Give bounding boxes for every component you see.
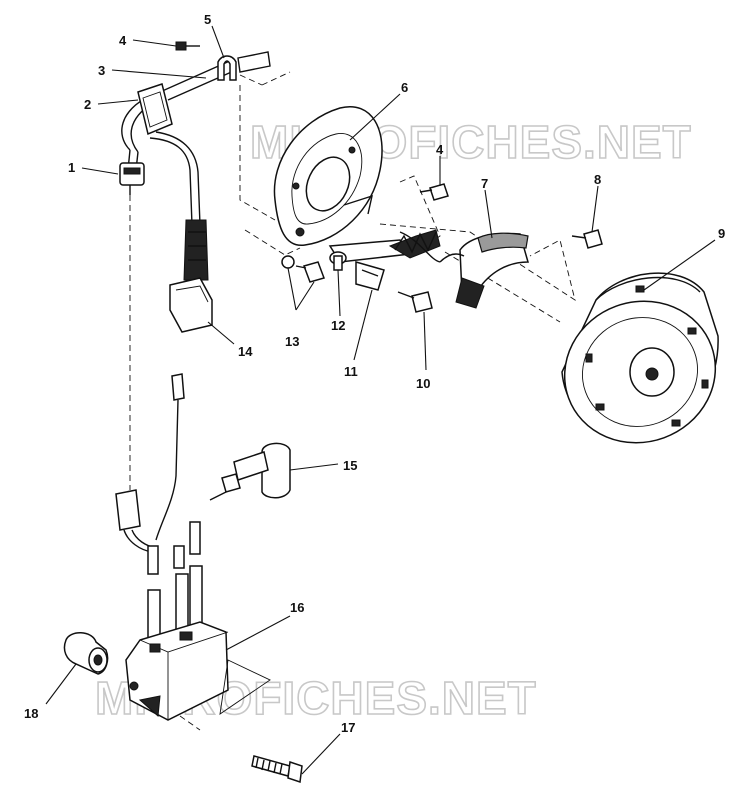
coil-bolt	[251, 755, 303, 784]
wire-harness	[121, 51, 271, 226]
callout-6: 6	[401, 80, 408, 95]
callout-16: 16	[290, 600, 304, 615]
stator-screws	[281, 255, 325, 283]
callout-10: 10	[416, 376, 430, 391]
harness-connector-block	[169, 219, 213, 333]
wire-clamp	[217, 55, 237, 81]
bushing	[63, 632, 109, 675]
connector	[119, 162, 145, 195]
flywheel	[561, 272, 719, 444]
coil-connector	[115, 489, 159, 575]
lighting-coil	[399, 231, 529, 309]
callout-11: 11	[344, 364, 358, 379]
callout-12: 12	[331, 318, 345, 333]
callout-4-mid: 4	[436, 142, 444, 157]
coil-screw	[397, 291, 433, 313]
leader-lines	[45, 25, 716, 775]
callout-13: 13	[285, 334, 299, 349]
assembly-line-coil	[179, 715, 201, 731]
callout-numbers: 1 2 3 4 5 6 4 7 8 9 10 11 12 13 14 15 16…	[24, 12, 725, 735]
coil-mount-outline	[219, 659, 271, 715]
assembly-line-flywheel	[379, 223, 576, 301]
callout-3: 3	[98, 63, 105, 78]
callout-18: 18	[24, 706, 38, 721]
spark-plug-cap	[209, 442, 291, 501]
callout-9: 9	[718, 226, 725, 241]
callout-14: 14	[238, 344, 253, 359]
grommet-plate	[137, 83, 173, 136]
ignition-coil	[125, 565, 229, 721]
pulser-coil	[328, 229, 441, 291]
callout-7: 7	[481, 176, 488, 191]
stator-plate	[273, 105, 383, 246]
ground-wire	[155, 373, 185, 541]
callout-1: 1	[68, 160, 75, 175]
callout-5: 5	[204, 12, 211, 27]
washer	[329, 251, 347, 271]
assembly-line-stator	[239, 85, 276, 221]
callout-15: 15	[343, 458, 357, 473]
callout-8: 8	[594, 172, 601, 187]
flywheel-screw	[571, 229, 603, 249]
callout-4-top: 4	[119, 33, 127, 48]
high-tension-lead	[173, 521, 201, 569]
screw-mid	[419, 183, 449, 201]
callout-17: 17	[341, 720, 355, 735]
assembly-line-top	[239, 71, 291, 86]
screw-top	[175, 41, 200, 51]
callout-2: 2	[84, 97, 91, 112]
assembly-line-plate-left	[244, 229, 301, 256]
